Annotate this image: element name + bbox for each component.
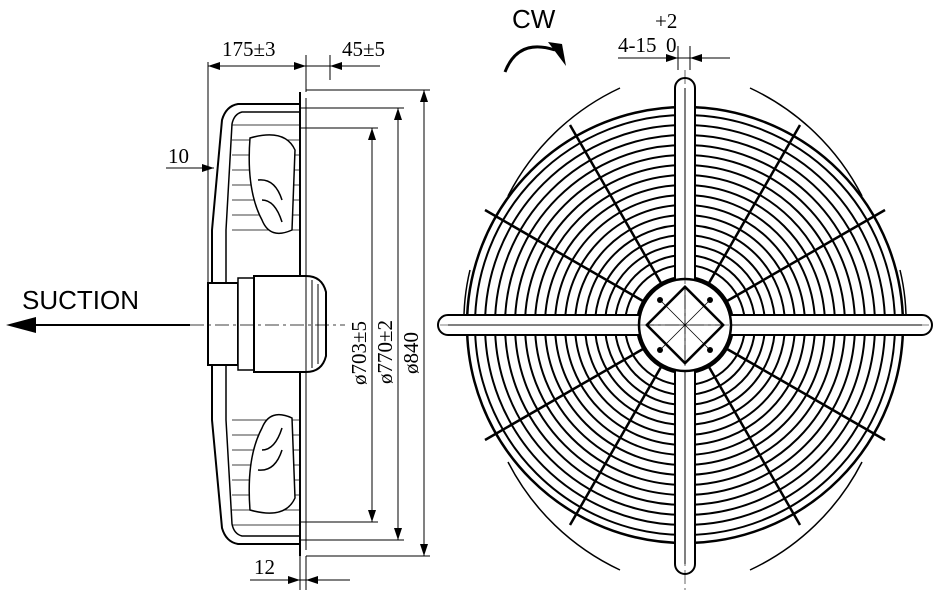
dim-tol-zero: 0 (666, 33, 677, 57)
side-view: SUCTION (6, 37, 430, 590)
dim-offset: 45±5 (342, 37, 385, 61)
dim-tol-plus: +2 (655, 9, 677, 33)
side-motor (207, 275, 327, 373)
dim-overall-dia: ø840 (399, 332, 423, 374)
dim-bottom: 12 (254, 555, 275, 579)
dim-depth: 175±3 (222, 37, 276, 61)
rotation-label: CW (512, 4, 556, 34)
dim-impeller-dia: ø703±5 (347, 321, 371, 385)
dim-flange: 10 (168, 144, 189, 168)
side-blades (248, 134, 296, 514)
front-view: CW 4-15 +2 0 (437, 4, 933, 590)
suction-arrow-head (6, 317, 36, 333)
dim-holes: 4-15 (618, 33, 657, 57)
rotation-arrow (503, 45, 556, 73)
suction-label: SUCTION (22, 285, 139, 315)
dim-ring-dia: ø770±2 (373, 320, 397, 384)
